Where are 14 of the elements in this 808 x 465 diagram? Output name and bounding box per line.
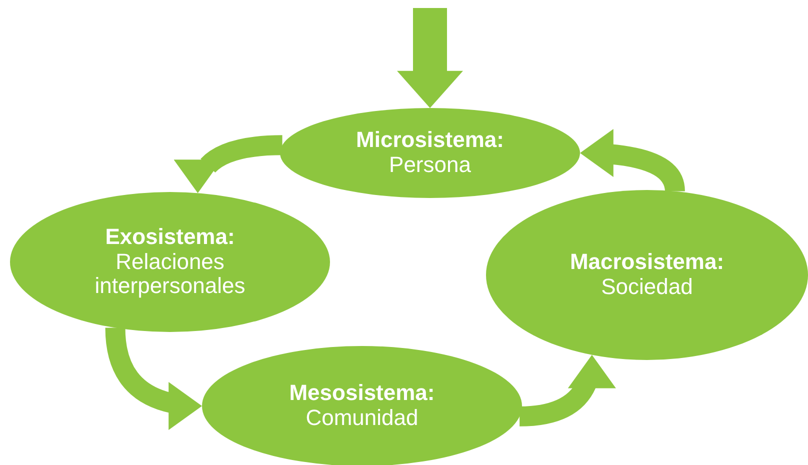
down-arrow bbox=[397, 8, 463, 108]
node-heading: Exosistema: bbox=[105, 225, 235, 250]
ellipse-node bbox=[280, 108, 580, 198]
node-heading: Microsistema: bbox=[356, 128, 504, 153]
node-heading: Macrosistema: bbox=[570, 250, 724, 275]
curved-arrow bbox=[176, 135, 283, 194]
node-text: Comunidad bbox=[306, 406, 418, 431]
node-text: Persona bbox=[389, 153, 471, 178]
node-text: Relaciones interpersonales bbox=[94, 250, 246, 299]
ellipse-node bbox=[10, 192, 330, 332]
curved-arrow bbox=[519, 354, 614, 426]
ellipse-node bbox=[486, 190, 808, 360]
node-heading: Mesosistema: bbox=[289, 381, 435, 406]
node-text: Sociedad bbox=[601, 275, 693, 300]
